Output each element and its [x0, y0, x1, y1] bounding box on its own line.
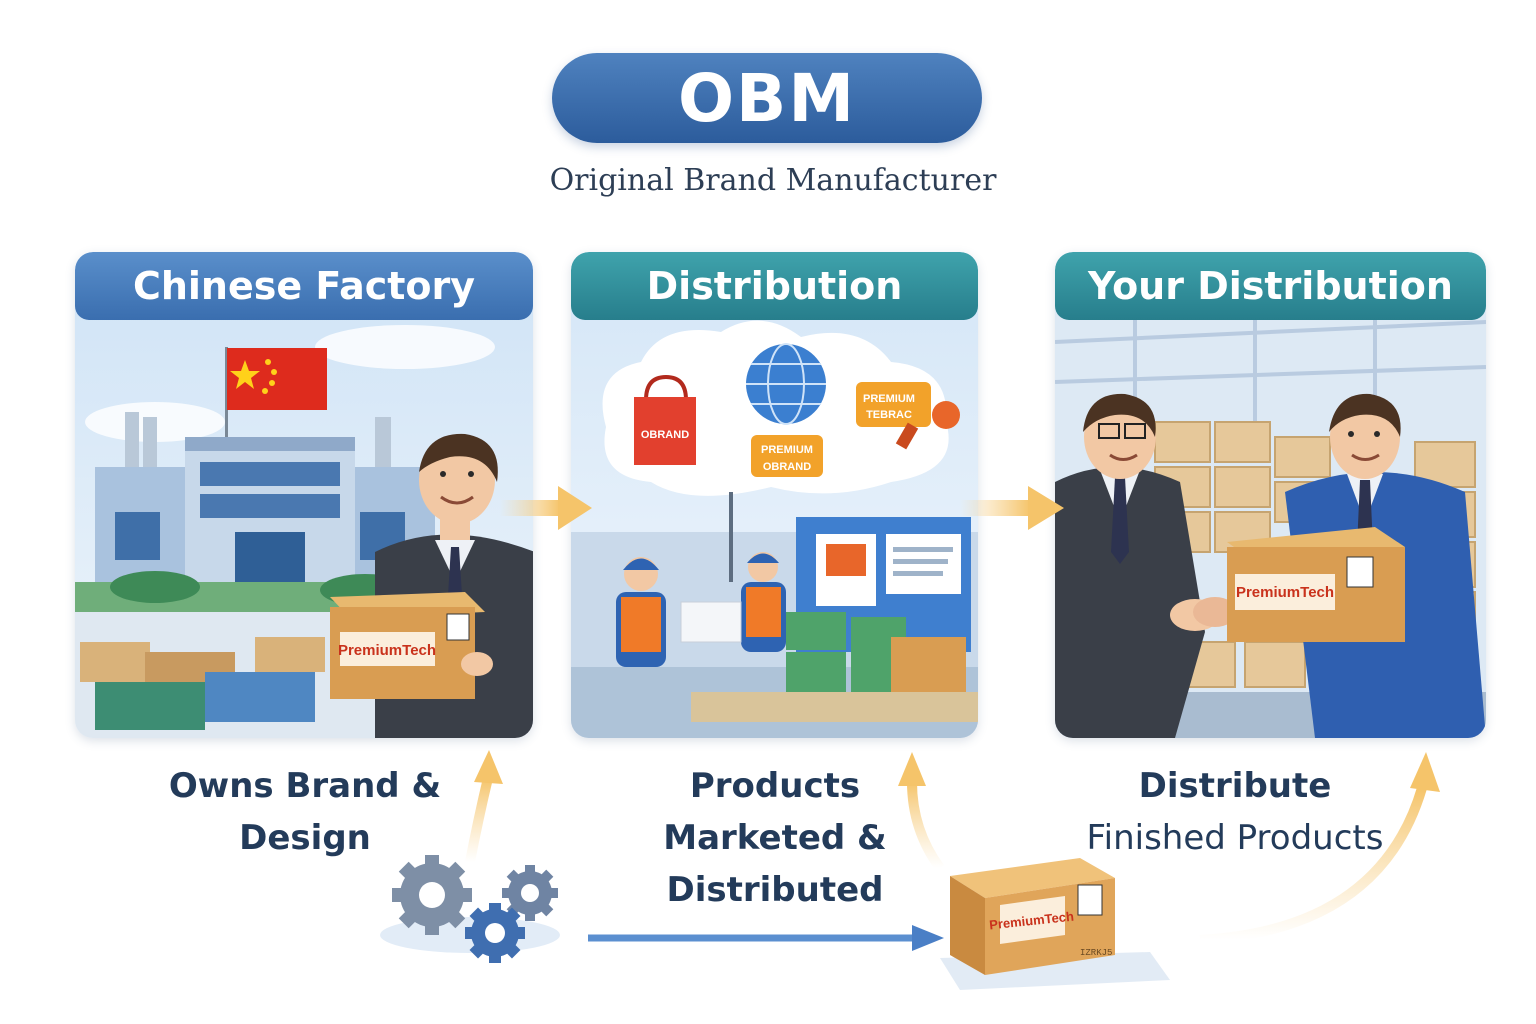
- panel-your-distribution: PremiumTech Your Distribution: [1055, 252, 1486, 738]
- caption-factory: Owns Brand & Design: [160, 760, 450, 864]
- globe-icon: [746, 343, 826, 425]
- factory-scene: PremiumTech: [75, 252, 533, 738]
- caption-line: Finished Products: [1086, 818, 1384, 858]
- warehouse-scene: PremiumTech: [1055, 252, 1486, 738]
- tag-1-line-1: PREMIUM: [761, 444, 813, 456]
- worker-figure: [741, 552, 786, 652]
- title-banner: OBM: [552, 53, 982, 143]
- page-subtitle: Original Brand Manufacturer: [549, 163, 997, 198]
- distribution-scene: OBRAND PREMIUM OBRAND PREMIUM TEBRAC: [571, 252, 978, 738]
- panel-distribution: OBRAND PREMIUM OBRAND PREMIUM TEBRAC: [571, 252, 978, 738]
- caption-your-distribution: Distribute Finished Products: [1075, 760, 1395, 864]
- box-brand-label: PremiumTech: [1236, 584, 1334, 601]
- caption-line: Distribute: [1138, 766, 1332, 806]
- caption-line: Distributed: [666, 870, 884, 910]
- box-code-label: IZRKJ5: [1080, 948, 1112, 958]
- gears-icon: [380, 855, 560, 963]
- caption-line: Design: [239, 818, 371, 858]
- tag-2-line-1: PREMIUM: [863, 393, 915, 405]
- shopping-bag-icon: OBRAND: [634, 374, 696, 465]
- caption-line: Owns Brand &: [168, 766, 442, 806]
- premium-tag-1: PREMIUM OBRAND: [751, 435, 823, 477]
- tag-2-line-2: TEBRAC: [866, 409, 912, 421]
- panel-header: Your Distribution: [1055, 252, 1486, 320]
- bag-brand-label: OBRAND: [641, 429, 689, 441]
- businessman-figure: [1055, 393, 1205, 738]
- premium-tag-2: PREMIUM TEBRAC: [856, 382, 960, 450]
- page-title: OBM: [677, 59, 857, 137]
- worker-figure: [616, 557, 666, 667]
- handshake-icon: [1170, 597, 1237, 631]
- caption-line: Products: [689, 766, 861, 806]
- panel-chinese-factory: PremiumTech Chinese Factory: [75, 252, 533, 738]
- arrow-gears-up: [465, 750, 503, 863]
- china-flag-icon: [225, 347, 327, 442]
- caption-line: Marketed &: [663, 818, 887, 858]
- box-brand-label: PremiumTech: [988, 909, 1074, 933]
- panel-header: Distribution: [571, 252, 978, 320]
- cardboard-box-icon: PremiumTech: [330, 592, 493, 699]
- cardboard-box-icon: PremiumTech: [1227, 527, 1405, 642]
- box-brand-label: PremiumTech: [338, 642, 436, 659]
- arrow-gears-to-box: [588, 925, 944, 951]
- cardboard-box-icon: PremiumTech IZRKJ5: [940, 858, 1170, 990]
- crate-stack: [80, 637, 325, 730]
- caption-distribution: Products Marketed & Distributed: [640, 760, 910, 916]
- panel-header: Chinese Factory: [75, 252, 533, 320]
- tag-1-line-2: OBRAND: [763, 461, 811, 473]
